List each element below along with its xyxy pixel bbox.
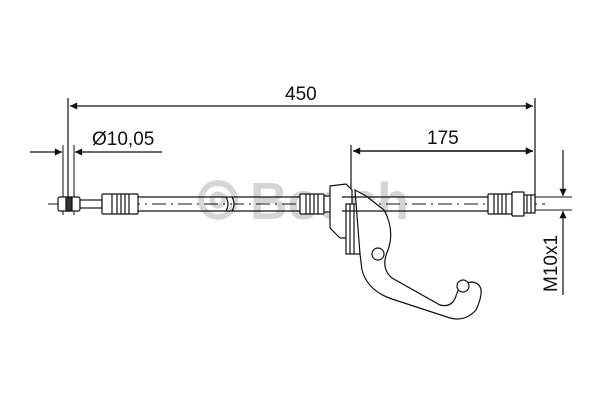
left-end-fitting bbox=[57, 193, 139, 215]
dimension-overall-length: 450 bbox=[67, 84, 536, 210]
hose-body-right bbox=[342, 196, 488, 212]
diameter-label: Ø10,05 bbox=[92, 129, 154, 150]
dimension-thread: M10x1 bbox=[535, 150, 572, 295]
dimension-diameter: Ø10,05 bbox=[30, 129, 162, 215]
right-end-fitting bbox=[487, 191, 536, 217]
thread-label: M10x1 bbox=[541, 235, 562, 292]
hose-body bbox=[138, 196, 300, 212]
fitting-length-label: 175 bbox=[427, 128, 459, 149]
overall-length-label: 450 bbox=[285, 84, 317, 105]
